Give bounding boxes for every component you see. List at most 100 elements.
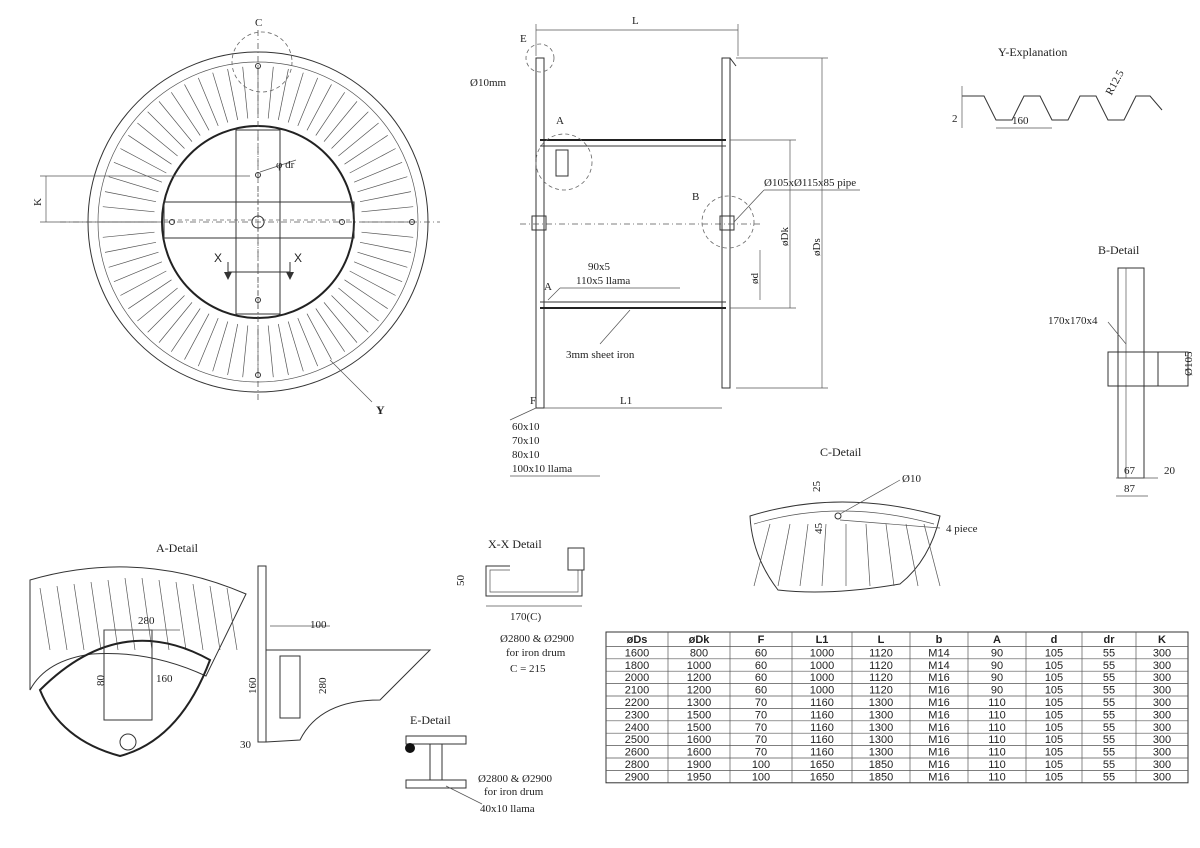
y-explanation: Y-Explanation 2 160 R12.5: [952, 45, 1163, 129]
a-dim-30: 30: [240, 739, 252, 751]
bar-size-2: 70x10: [512, 435, 540, 447]
table-cell: 2400: [625, 722, 649, 734]
left-pipe: [531, 215, 547, 231]
flange-rib: [361, 231, 414, 238]
a-dim-160-right: 160: [247, 677, 259, 694]
a-detail-rib: [56, 585, 68, 651]
flange-rib: [128, 279, 172, 309]
table-cell: 55: [1103, 660, 1115, 672]
table-cell: 300: [1153, 685, 1171, 697]
c-detail-hole-leader: [839, 479, 901, 515]
table-cell: 300: [1153, 734, 1171, 746]
table-cell: 1160: [810, 709, 834, 721]
dim-d-label: ød: [749, 273, 761, 285]
table-cell: 55: [1103, 722, 1115, 734]
flange-rib: [147, 295, 185, 333]
table-cell: 55: [1103, 771, 1115, 783]
c-detail: C-Detail Ø10 25 45 4 piece: [749, 445, 978, 593]
xx-note-2: for iron drum: [506, 647, 566, 659]
side-view: L E A B A Ø10mm Ø105xØ115x85 pipe 90x5 1…: [470, 15, 860, 477]
flange-rib: [344, 279, 388, 309]
table-cell: 110: [988, 759, 1006, 771]
flange-rib: [353, 261, 403, 283]
flange-rib: [287, 321, 304, 372]
table-cell: 1160: [810, 734, 834, 746]
a-detail-core-segment: [38, 639, 212, 758]
xx-dim-50: 50: [455, 575, 467, 587]
detail-b-marker: B: [692, 191, 699, 203]
a-detail: A-Detail 280 80 160 100 160 280 30: [29, 541, 432, 758]
flange-rib: [331, 111, 369, 149]
table-cell: 55: [1103, 709, 1115, 721]
table-cell: 2300: [625, 709, 649, 721]
flange-rib: [104, 241, 157, 253]
table-cell: 1600: [687, 734, 711, 746]
flange-ribs: [102, 66, 414, 378]
xx-note-1: Ø2800 & Ø2900: [500, 633, 574, 645]
flange-rib: [104, 191, 157, 203]
dim-l1-label: L1: [620, 395, 632, 407]
table-cell: 1120: [869, 685, 893, 697]
bar-size-3: 80x10: [512, 449, 540, 461]
flange-rib: [344, 135, 388, 165]
flange-rib: [357, 176, 408, 193]
dim-k-label: K: [32, 198, 44, 206]
e-detail-leader: [445, 785, 483, 805]
table-cell: 105: [1045, 747, 1063, 759]
flange-rib: [184, 84, 210, 131]
table-cell: 1850: [869, 759, 893, 771]
c-detail-inner-arc: [753, 510, 935, 525]
hole: [339, 219, 345, 225]
c-detail-rib: [821, 523, 827, 587]
flange-rib: [323, 302, 358, 343]
table-cell: 300: [1153, 647, 1171, 659]
flange-rib: [197, 317, 219, 367]
table-cell: 55: [1103, 747, 1115, 759]
table-cell: 1000: [687, 660, 711, 672]
e-note-2: for iron drum: [484, 786, 544, 798]
flange-rib: [349, 148, 396, 174]
table-header-cell: b: [936, 634, 943, 646]
flange-rib: [331, 295, 369, 333]
flange-rib: [357, 251, 408, 268]
e-note-1: Ø2800 & Ø2900: [478, 773, 552, 785]
flange-rib: [227, 68, 239, 121]
b-dim-87: 87: [1124, 483, 1136, 495]
flange-rib: [315, 92, 345, 136]
b-detail-flange: [1117, 267, 1145, 479]
a-dim-280-right: 280: [317, 677, 329, 694]
flange-rib: [242, 325, 249, 378]
table-header-cell: øDk: [689, 634, 711, 646]
front-view: C φ dr K X X Y: [32, 17, 440, 417]
arrow-head-left: [224, 272, 232, 280]
a-detail-rib: [192, 583, 204, 651]
table-cell: 55: [1103, 734, 1115, 746]
table-cell: 300: [1153, 709, 1171, 721]
table-cell: 800: [690, 647, 708, 659]
flange-rib: [108, 176, 159, 193]
xx-detail-profile-inner: [489, 569, 579, 593]
table-cell: 2800: [625, 759, 649, 771]
table-header-cell: L1: [816, 634, 829, 646]
table-cell: 1120: [869, 660, 893, 672]
e-bar: 40x10 llama: [480, 803, 535, 815]
b-detail-pipe: [1157, 351, 1189, 387]
table-cell: M16: [928, 697, 949, 709]
profile-label-y: Y: [376, 403, 385, 417]
bar-leader: [509, 407, 537, 421]
flange-rib: [323, 101, 358, 142]
flange-rib: [306, 313, 332, 360]
a-detail-rib: [73, 583, 85, 651]
right-pipe: [719, 215, 735, 231]
table-cell: 70: [755, 734, 767, 746]
table-cell: M14: [928, 647, 949, 659]
flange-rib: [361, 206, 414, 213]
table-cell: 70: [755, 722, 767, 734]
flange-rib: [120, 270, 167, 296]
e-detail-title: E-Detail: [410, 713, 451, 727]
flange-rib: [137, 287, 178, 322]
table-cell: 55: [1103, 697, 1115, 709]
table-cell: M16: [928, 759, 949, 771]
